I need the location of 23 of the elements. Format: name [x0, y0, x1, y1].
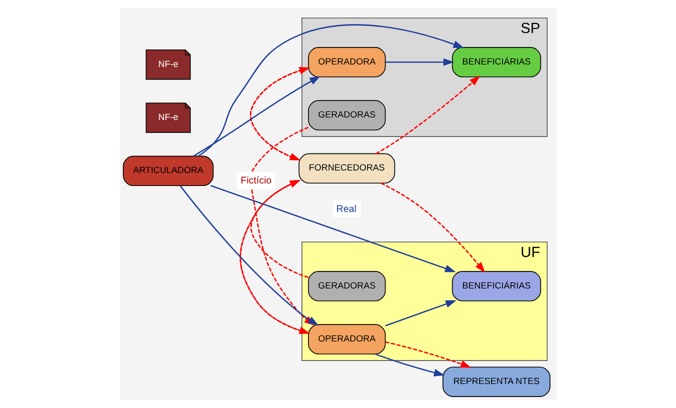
node-box: GERADORAS	[308, 271, 386, 302]
arrow	[380, 182, 485, 273]
node-box: OPERADORA	[308, 324, 386, 354]
node-box: OPERADORA	[308, 47, 386, 78]
node-box: REPRESENTA NTES	[442, 366, 550, 397]
node-box: GERADORAS	[308, 100, 386, 130]
node-box: BENEFICIÁRIAS	[451, 271, 541, 302]
label: NF-e	[158, 112, 178, 122]
node-box: ARTICULADORA	[122, 156, 214, 186]
arrow	[197, 24, 464, 157]
arrow	[384, 58, 454, 66]
arrow	[375, 76, 480, 154]
label: NF-e	[158, 58, 178, 69]
arrow	[250, 180, 308, 278]
node-box: BENEFICIÁRIAS	[451, 47, 541, 78]
arrow	[210, 184, 456, 272]
edge-label: Fictício	[240, 176, 272, 187]
arrow	[384, 341, 471, 368]
node-box: FORNECEDORAS	[298, 153, 395, 184]
arrow	[374, 353, 444, 376]
arrow	[192, 76, 320, 157]
edge-label: Real	[336, 204, 356, 215]
arrow	[384, 300, 456, 326]
